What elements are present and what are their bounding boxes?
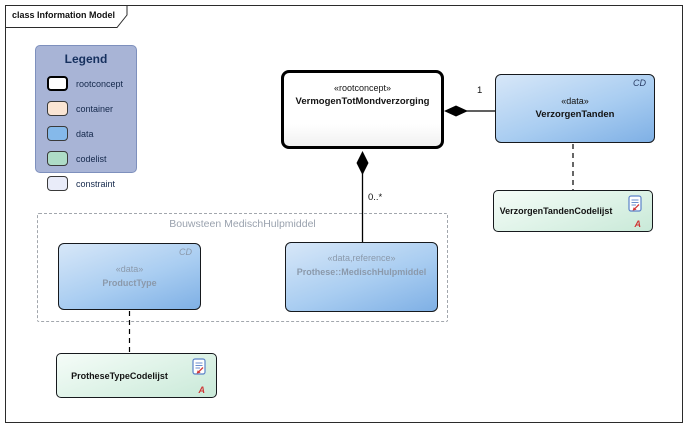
status-marker: A xyxy=(634,219,642,229)
multiplicity-label: 1 xyxy=(477,85,483,96)
constraint-swatch-icon xyxy=(47,176,68,191)
rootconcept-swatch-icon xyxy=(47,76,68,91)
class-verzorgentandencodelijst[interactable]: VerzorgenTandenCodelijst A xyxy=(493,190,653,232)
legend-item-label: container xyxy=(76,103,114,114)
class-vermogentotmondverzorging[interactable]: «rootconcept» VermogenTotMondverzorging xyxy=(281,70,444,149)
legend-item-label: data xyxy=(76,128,94,139)
legend-item-rootconcept: rootconcept xyxy=(36,71,136,96)
legend-item-data: data xyxy=(36,121,136,146)
class-name: VerzorgenTanden xyxy=(535,109,615,120)
multiplicity-label: 0..* xyxy=(368,192,383,203)
class-producttype[interactable]: CD «data» ProductType xyxy=(58,243,201,310)
container-title: Bouwsteen MedischHulpmiddel xyxy=(169,218,316,230)
legend-item-label: rootconcept xyxy=(76,78,124,89)
legend-item-label: constraint xyxy=(76,178,116,189)
legend-item-codelist: codelist xyxy=(36,146,136,171)
legend-item-constraint: constraint xyxy=(36,171,136,196)
composite-diagram-indicator: CD xyxy=(179,247,192,257)
diagram-frame xyxy=(5,5,683,423)
status-marker: A xyxy=(198,385,206,395)
composite-diagram-indicator: CD xyxy=(633,78,646,88)
class-name: VerzorgenTandenCodelijst xyxy=(499,206,613,216)
legend-item-label: codelist xyxy=(76,153,107,164)
stereotype-label: «data,reference» xyxy=(327,253,396,263)
stereotype-label: «data» xyxy=(115,264,144,274)
class-name: ProductType xyxy=(102,278,157,288)
class-name: ProtheseTypeCodelijst xyxy=(71,370,168,381)
class-prothese-medischhulpmiddel[interactable]: «data,reference» Prothese::MedischHulpmi… xyxy=(285,242,438,312)
document-icon xyxy=(192,358,206,375)
container-swatch-icon xyxy=(47,101,68,116)
legend: Legend rootconcept container data codeli… xyxy=(35,45,137,191)
legend-item-container: container xyxy=(36,96,136,121)
class-verzorgentanden[interactable]: CD «data» VerzorgenTanden xyxy=(495,74,655,143)
diagram-title: class Information Model xyxy=(12,10,116,20)
diagram-frame-tab-shape xyxy=(5,5,128,28)
class-prothesetypecodelijst[interactable]: ProtheseTypeCodelijst A xyxy=(56,353,217,398)
class-name: Prothese::MedischHulpmiddel xyxy=(296,267,427,277)
stereotype-label: «rootconcept» xyxy=(333,83,392,93)
legend-title: Legend xyxy=(64,52,108,66)
codelist-swatch-icon xyxy=(47,151,68,166)
container-bouwsteen-medischhulpmiddel[interactable]: Bouwsteen MedischHulpmiddel xyxy=(37,213,448,322)
class-name: VermogenTotMondverzorging xyxy=(295,96,430,107)
data-swatch-icon xyxy=(47,126,68,141)
document-icon xyxy=(628,195,642,212)
stereotype-label: «data» xyxy=(561,96,589,106)
